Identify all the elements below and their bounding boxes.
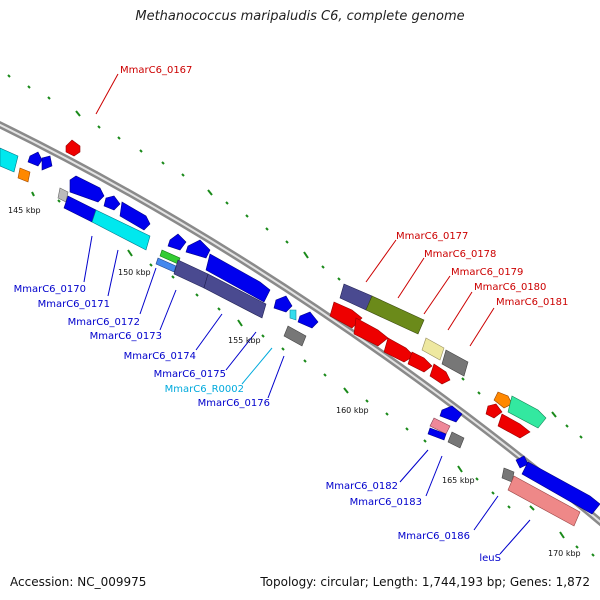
label-mmarc6-0170[interactable]: MmarC6_0170	[14, 284, 86, 295]
gene-blue-mid-3[interactable]	[205, 253, 271, 303]
gene-blue-top-2[interactable]	[103, 195, 121, 211]
scale-ticks-outer	[7, 74, 583, 439]
gene-mmarc6-0183b[interactable]	[447, 431, 465, 449]
gene-mmarc6-0183[interactable]	[427, 427, 447, 441]
label-mmarc6-0176[interactable]: MmarC6_0176	[198, 398, 270, 409]
gene-mmarc6-0179[interactable]	[421, 337, 445, 361]
scale-label-160: 160 kbp	[336, 406, 369, 415]
gene-mmarc6-0173[interactable]	[155, 257, 177, 273]
gene-mmarc6-0182[interactable]	[439, 405, 463, 423]
gene-mmarc6-0175[interactable]	[273, 295, 293, 313]
gene-mmarc6-0174b[interactable]	[203, 273, 267, 319]
accession-text: Accession: NC_009975	[10, 575, 147, 589]
gene-mmarc6-0180[interactable]	[441, 349, 469, 377]
gene-blue-left-1[interactable]	[27, 151, 43, 167]
gene-mmarc6-0186[interactable]	[521, 461, 600, 515]
gene-mmarc6-r0002[interactable]	[289, 309, 297, 321]
gene-orange-left[interactable]	[17, 167, 31, 183]
gene-mmarc6-0167[interactable]	[65, 139, 81, 157]
gene-blue-left-2[interactable]	[41, 155, 53, 171]
label-mmarc6-0167[interactable]: MmarC6_0167	[120, 65, 192, 76]
scale-ticks-inner	[31, 191, 595, 557]
gene-orange-small[interactable]	[493, 391, 513, 409]
label-mmarc6-0175[interactable]: MmarC6_0175	[154, 369, 226, 380]
gene-red-right-1[interactable]	[485, 403, 503, 419]
scale-label-170: 170 kbp	[548, 549, 581, 558]
gene-mmarc6-0177[interactable]	[339, 283, 373, 311]
gene-blue-mid-2[interactable]	[185, 239, 211, 259]
scale-labels: 145 kbp 150 kbp 155 kbp 160 kbp 165 kbp …	[8, 206, 581, 558]
label-mmarc6-0182[interactable]: MmarC6_0182	[326, 481, 398, 492]
scale-label-150: 150 kbp	[118, 268, 151, 277]
gene-mmarc6-0181b[interactable]	[353, 317, 389, 347]
leader-lines-forward	[95, 73, 495, 347]
gene-mmarc6-0176[interactable]	[283, 325, 307, 347]
gene-mmarc6-0181e[interactable]	[429, 363, 451, 385]
leader-line-rna	[241, 347, 273, 385]
label-mmarc6-0183[interactable]: MmarC6_0183	[350, 497, 422, 508]
label-mmarc6-0171[interactable]: MmarC6_0171	[38, 299, 110, 310]
gene-teal[interactable]	[507, 395, 547, 429]
gene-leus[interactable]	[507, 475, 581, 527]
gene-mmarc6-0181d[interactable]	[407, 351, 433, 373]
gene-blue-mid-1[interactable]	[167, 233, 187, 251]
label-mmarc6-0172[interactable]: MmarC6_0172	[68, 317, 140, 328]
gene-mmarc6-0174[interactable]	[173, 259, 209, 289]
gene-labels-forward: MmarC6_0167 MmarC6_0177 MmarC6_0178 Mmar…	[120, 65, 568, 308]
label-mmarc6-0177[interactable]: MmarC6_0177	[396, 231, 468, 242]
label-mmarc6-r0002[interactable]: MmarC6_R0002	[165, 384, 244, 395]
gene-red-right-2[interactable]	[497, 413, 531, 439]
gene-mmarc6-0181c[interactable]	[383, 337, 415, 363]
gene-blue-top-row[interactable]	[69, 175, 105, 203]
label-mmarc6-0186[interactable]: MmarC6_0186	[398, 531, 470, 542]
label-mmarc6-0174[interactable]: MmarC6_0174	[124, 351, 196, 362]
label-leus[interactable]: leuS	[479, 553, 501, 564]
scale-label-145: 145 kbp	[8, 206, 41, 215]
gene-labels-reverse: MmarC6_0170 MmarC6_0171 MmarC6_0172 Mmar…	[14, 284, 501, 564]
gene-mmarc6-0171[interactable]	[91, 209, 151, 251]
label-mmarc6-0180[interactable]: MmarC6_0180	[474, 282, 546, 293]
label-mmarc6-0181[interactable]: MmarC6_0181	[496, 297, 568, 308]
map-title: Methanococcus maripaludis C6, complete g…	[135, 9, 465, 24]
gene-mmarc6-0170[interactable]	[63, 195, 97, 223]
gene-blue-0176a[interactable]	[297, 311, 319, 329]
scale-label-155: 155 kbp	[228, 336, 261, 345]
label-mmarc6-0179[interactable]: MmarC6_0179	[451, 267, 523, 278]
gene-blue-top-3[interactable]	[119, 201, 151, 231]
gene-mmarc6-0178[interactable]	[365, 295, 425, 335]
scale-label-165: 165 kbp	[442, 476, 475, 485]
leader-lines-reverse	[83, 235, 531, 555]
label-mmarc6-0178[interactable]: MmarC6_0178	[424, 249, 496, 260]
label-mmarc6-0173[interactable]: MmarC6_0173	[90, 331, 162, 342]
gene-cyan-left[interactable]	[0, 147, 19, 173]
genome-summary-text: Topology: circular; Length: 1,744,193 bp…	[260, 575, 590, 589]
